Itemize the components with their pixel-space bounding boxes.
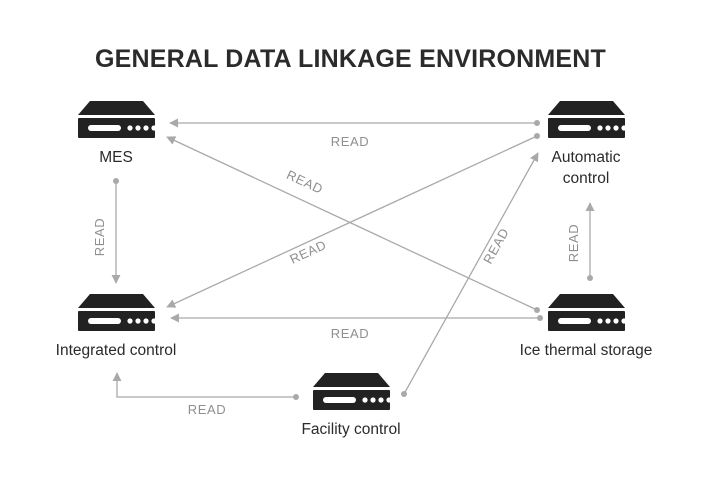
edge-facility-to-integrated: READ — [112, 372, 299, 417]
node-ice-thermal-storage[interactable]: Ice thermal storage — [520, 294, 653, 359]
node-automatic-control[interactable]: Automatic control — [548, 101, 627, 187]
edge-ice-to-integrated: READ — [170, 313, 543, 341]
server-icon — [78, 294, 157, 331]
edge-label-mes-to-integrated: READ — [92, 218, 107, 257]
edge-ice-to-mes: READ — [166, 136, 540, 313]
node-label-ice-thermal-storage: Ice thermal storage — [520, 342, 653, 359]
node-label-integrated-control: Integrated control — [56, 342, 177, 359]
server-icon — [313, 373, 392, 410]
edge-automatic-to-integrated: READ — [166, 133, 540, 308]
edge-label-ice-to-mes: READ — [284, 167, 325, 197]
edge-automatic-to-mes: READ — [169, 118, 540, 149]
node-label-automatic-control-line2: control — [563, 170, 610, 187]
server-icon — [548, 294, 627, 331]
server-icon — [548, 101, 627, 138]
node-label-automatic-control-line1: Automatic — [552, 149, 621, 166]
node-integrated-control[interactable]: Integrated control — [56, 294, 177, 359]
server-icon — [78, 101, 157, 138]
node-mes[interactable]: MES — [78, 101, 157, 166]
edge-label-facility-to-automatic: READ — [480, 225, 512, 266]
node-label-facility-control: Facility control — [301, 421, 400, 438]
node-facility-control[interactable]: Facility control — [301, 373, 401, 438]
page-title: GENERAL DATA LINKAGE ENVIRONMENT — [95, 45, 606, 73]
edge-mes-to-integrated: READ — [92, 178, 121, 284]
edge-label-ice-to-automatic: READ — [566, 224, 581, 263]
edge-label-facility-to-integrated: READ — [188, 402, 227, 417]
edge-label-ice-to-integrated: READ — [331, 326, 370, 341]
node-label-mes: MES — [99, 149, 133, 166]
edge-ice-to-automatic: READ — [566, 202, 595, 281]
edge-label-automatic-to-mes: READ — [331, 134, 370, 149]
